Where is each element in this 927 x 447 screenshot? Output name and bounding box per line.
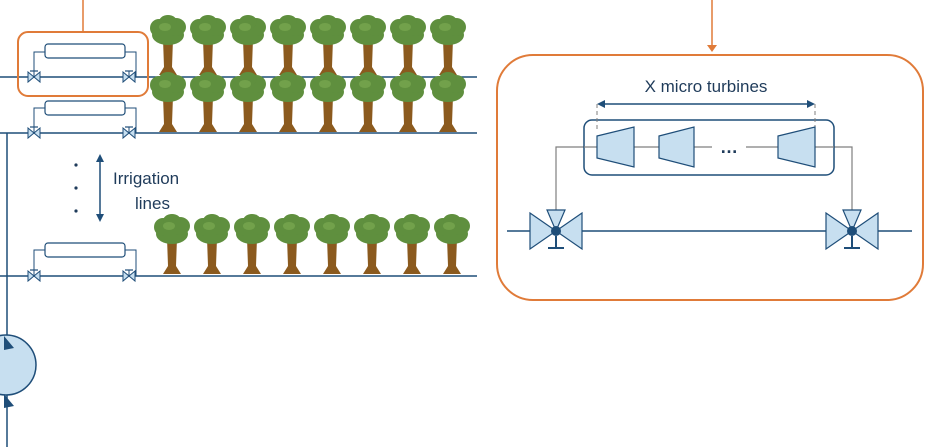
tree-icon <box>430 15 466 75</box>
pump <box>0 334 37 408</box>
row-1-turbine-bypass <box>44 43 126 59</box>
bypass-line-right <box>834 146 853 214</box>
irrigation-row-2 <box>0 72 477 139</box>
tree-icon <box>190 72 226 132</box>
tree-icon <box>354 214 390 274</box>
tree-icon <box>394 214 430 274</box>
tree-icon <box>234 214 270 274</box>
row-1-right-valve-icon <box>122 70 136 83</box>
row-1-left-valve-icon <box>27 70 41 83</box>
arrowhead-up-icon <box>96 154 104 162</box>
row-2-turbine-bypass <box>44 100 126 116</box>
valve-right-icon <box>825 209 879 250</box>
tree-icon <box>194 214 230 274</box>
tree-icon <box>230 72 266 132</box>
tree-icon <box>350 72 386 132</box>
tree-icon <box>314 214 350 274</box>
arrowhead-down-icon <box>96 214 104 222</box>
tree-icon <box>230 15 266 75</box>
tree-icon <box>154 214 190 274</box>
turbines-ellipsis: … <box>720 137 738 157</box>
micro-turbine-icon <box>596 126 635 168</box>
tree-icon <box>310 15 346 75</box>
irrigation-label-line2: lines <box>135 194 170 213</box>
tree-icon <box>150 15 186 75</box>
dot <box>74 209 78 213</box>
irrigation-label-line1: Irrigation <box>113 169 179 188</box>
micro-turbine-icon <box>777 126 816 168</box>
tree-icon <box>350 15 386 75</box>
valve-left-icon <box>529 209 583 250</box>
tree-icon <box>190 15 226 75</box>
row-1-trees <box>150 15 466 75</box>
highlight-box <box>17 31 149 97</box>
tree-icon <box>274 214 310 274</box>
span-arrowhead-right-icon <box>807 100 815 108</box>
tree-icon <box>270 72 306 132</box>
turbines-label: X micro turbines <box>645 77 768 96</box>
dot <box>74 163 78 167</box>
tree-icon <box>310 72 346 132</box>
micro-turbine-icon <box>658 126 695 168</box>
tree-icon <box>390 15 426 75</box>
row-2-trees <box>150 72 466 132</box>
row-2-right-valve-icon <box>122 126 136 139</box>
detail-frame <box>496 54 924 301</box>
irrigation-lines-indicator: Irrigation lines <box>74 154 179 222</box>
detail-panel: X micro turbines … <box>496 54 924 301</box>
irrigation-row-3 <box>0 214 477 282</box>
pump-icon <box>0 334 37 396</box>
bypass-line-left <box>555 146 584 214</box>
right-connector-arrowhead <box>707 45 717 52</box>
row-3-turbine-bypass <box>44 242 126 258</box>
row-3-left-valve-icon <box>27 269 41 282</box>
tree-icon <box>270 15 306 75</box>
tree-icon <box>434 214 470 274</box>
dot <box>74 186 78 190</box>
row-2-left-valve-icon <box>27 126 41 139</box>
tree-icon <box>430 72 466 132</box>
span-arrowhead-left-icon <box>597 100 605 108</box>
row-3-trees <box>154 214 470 274</box>
row-3-right-valve-icon <box>122 269 136 282</box>
tree-icon <box>150 72 186 132</box>
tree-icon <box>390 72 426 132</box>
